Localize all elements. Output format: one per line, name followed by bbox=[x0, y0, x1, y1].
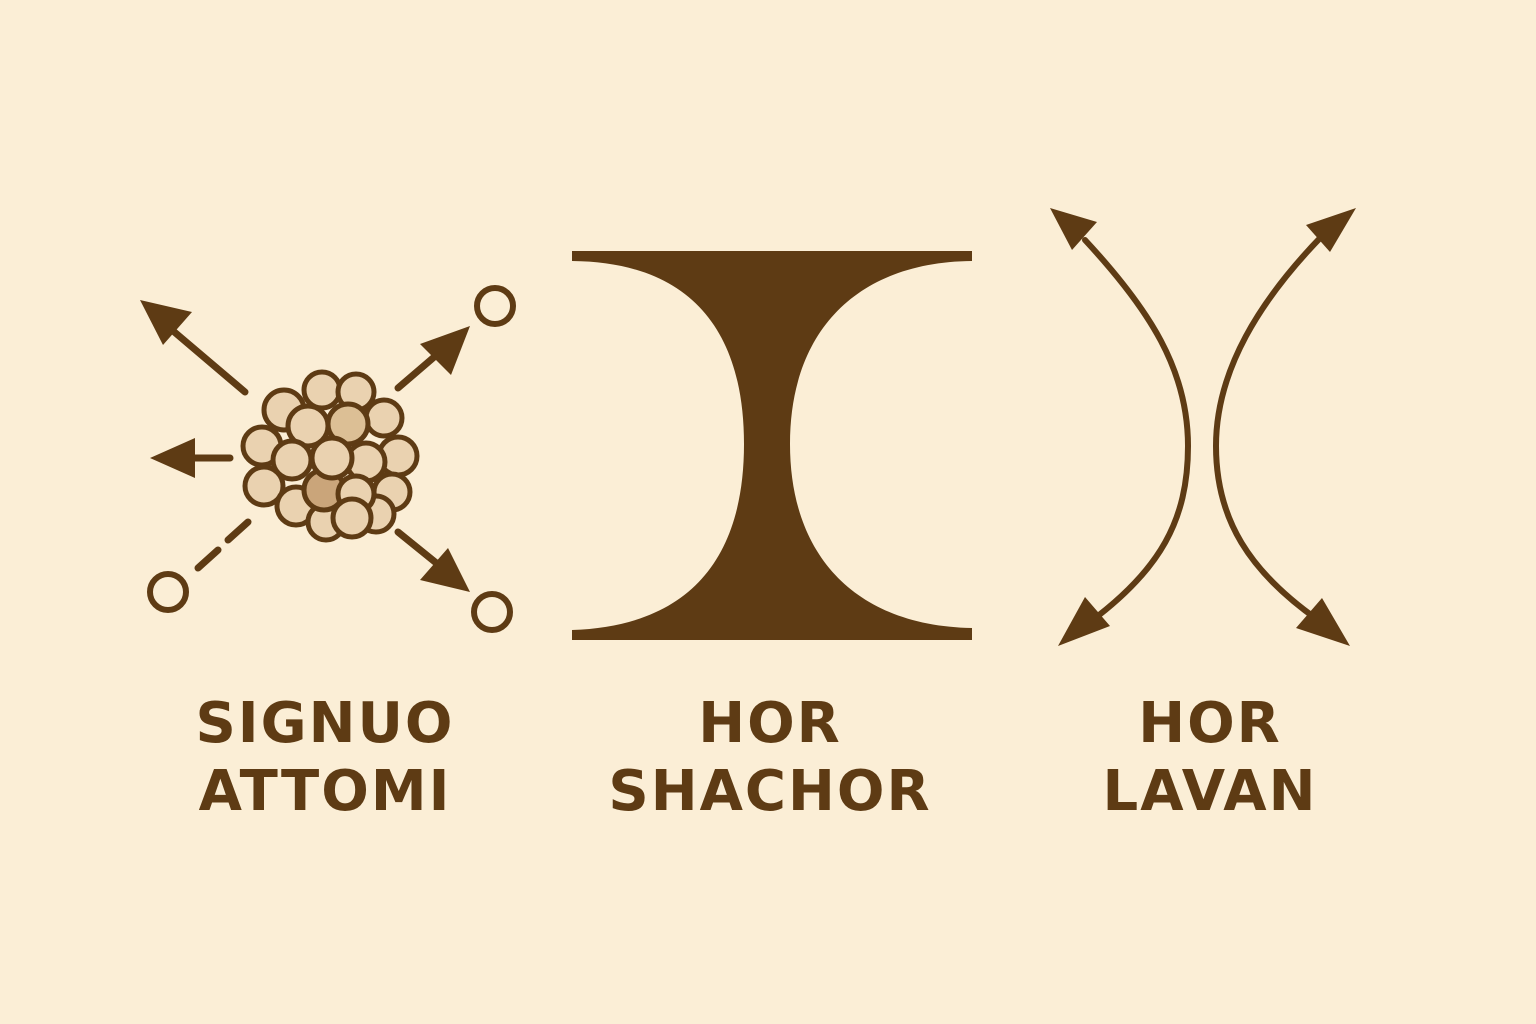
right-curved-arrow bbox=[1212, 208, 1356, 646]
neutron-bottom-left bbox=[147, 571, 189, 613]
caption-line: HOR bbox=[1138, 691, 1282, 756]
caption-hor-shachor: HOR SHACHOR bbox=[560, 690, 980, 826]
caption-line: SHACHOR bbox=[608, 759, 932, 824]
atom-split-icon bbox=[140, 285, 516, 633]
caption-line: LAVAN bbox=[1102, 759, 1318, 824]
neutron-top-right bbox=[474, 285, 516, 327]
arrow-lower-right bbox=[394, 528, 470, 592]
left-curved-arrow bbox=[1050, 208, 1192, 646]
dashed-trail-lower-left bbox=[194, 518, 252, 572]
caption-line: ATTOMI bbox=[198, 759, 452, 824]
caption-signuo-attomi: SIGNUO ATTOMI bbox=[115, 690, 535, 826]
caption-hor-lavan: HOR LAVAN bbox=[1000, 690, 1420, 826]
neutron-bottom-right bbox=[471, 591, 513, 633]
diverging-arrows-icon bbox=[1050, 208, 1356, 646]
caption-line: HOR bbox=[698, 691, 842, 756]
hourglass-shape-icon bbox=[572, 251, 972, 640]
arrow-upper-right bbox=[394, 326, 470, 392]
caption-line: SIGNUO bbox=[195, 691, 455, 756]
nucleus-cluster bbox=[240, 369, 420, 543]
arrow-upper-left bbox=[140, 300, 249, 396]
arrow-left bbox=[150, 438, 234, 478]
